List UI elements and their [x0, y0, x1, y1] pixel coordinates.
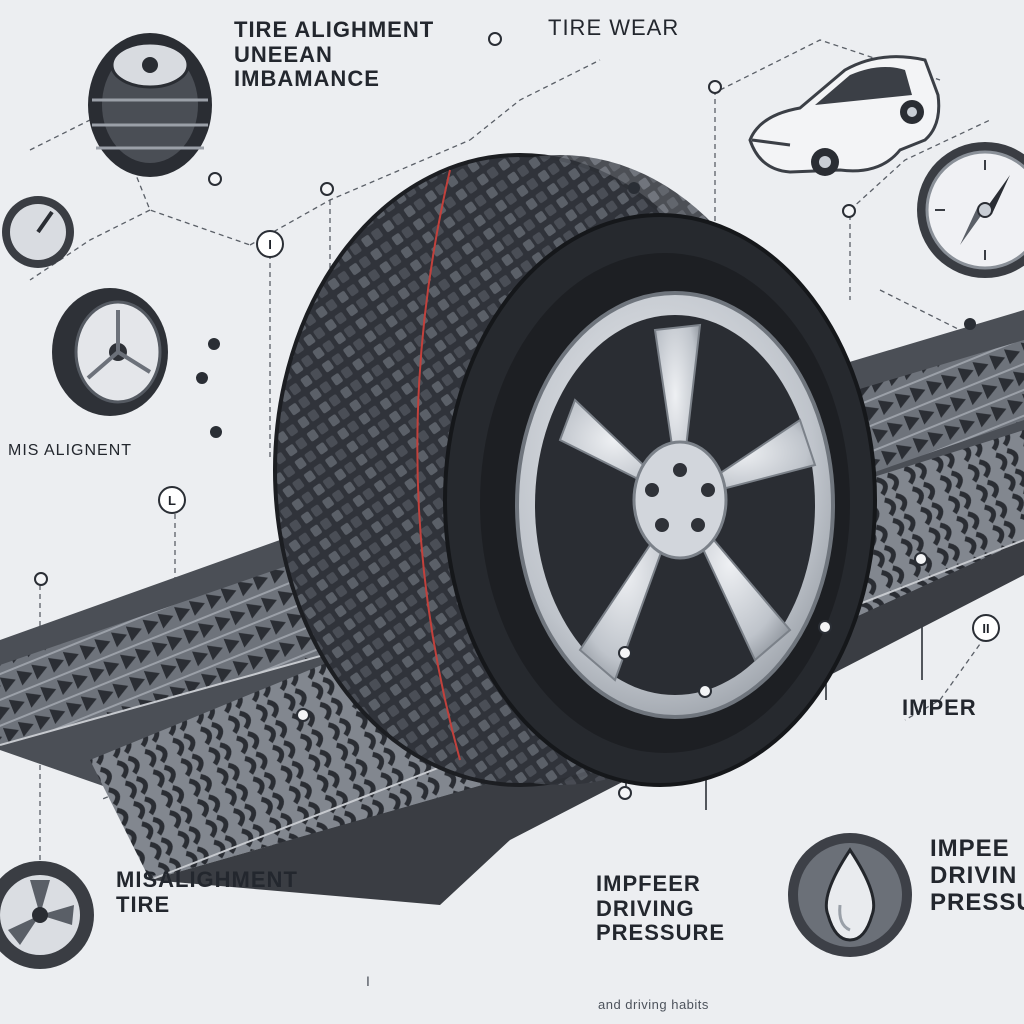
ring-marker[interactable] [708, 80, 722, 94]
caption-driving-habits: and driving habits [598, 997, 709, 1012]
heading-tire-alignment: TIRE ALIGHMENT UNEEAN IMBAMANCE [234, 17, 435, 92]
ring-marker[interactable] [842, 204, 856, 218]
point-dot [196, 372, 208, 384]
heading-imper-driving-right: IMPEE DRIVIN PRESSU [930, 835, 1024, 916]
marker-1[interactable]: I [256, 230, 284, 258]
heading-misalignment-tire: MISALIGHMENT TIRE [116, 867, 298, 917]
marker-2[interactable]: L [158, 486, 186, 514]
heading-tire-wear: TIRE WEAR [548, 15, 680, 40]
wheel-bottom-left-icon [0, 861, 94, 969]
point-dot [628, 182, 640, 194]
ring-marker[interactable] [34, 572, 48, 586]
ring-marker[interactable] [488, 32, 502, 46]
ring-marker[interactable] [914, 552, 928, 566]
ring-marker[interactable] [320, 182, 334, 196]
wheel-left-icon [52, 288, 168, 416]
caption-fragment: I [366, 973, 371, 989]
heading-misalignment-left: MIS ALIGNENT [8, 442, 133, 459]
ring-marker[interactable] [618, 646, 632, 660]
point-dot [210, 426, 222, 438]
ring-marker[interactable] [296, 708, 310, 722]
point-dot [964, 318, 976, 330]
ring-marker[interactable] [618, 786, 632, 800]
ring-marker[interactable] [208, 172, 222, 186]
heading-imper-right: IMPER [902, 695, 977, 720]
marker-3[interactable]: II [972, 614, 1000, 642]
heading-driving-pressure: IMPFEER DRIVING PRESSURE [596, 871, 726, 946]
ring-marker[interactable] [698, 684, 712, 698]
point-dot [208, 338, 220, 350]
gauge-left-icon [2, 196, 74, 268]
ring-marker[interactable] [818, 620, 832, 634]
stacked-tire-icon [88, 33, 212, 177]
